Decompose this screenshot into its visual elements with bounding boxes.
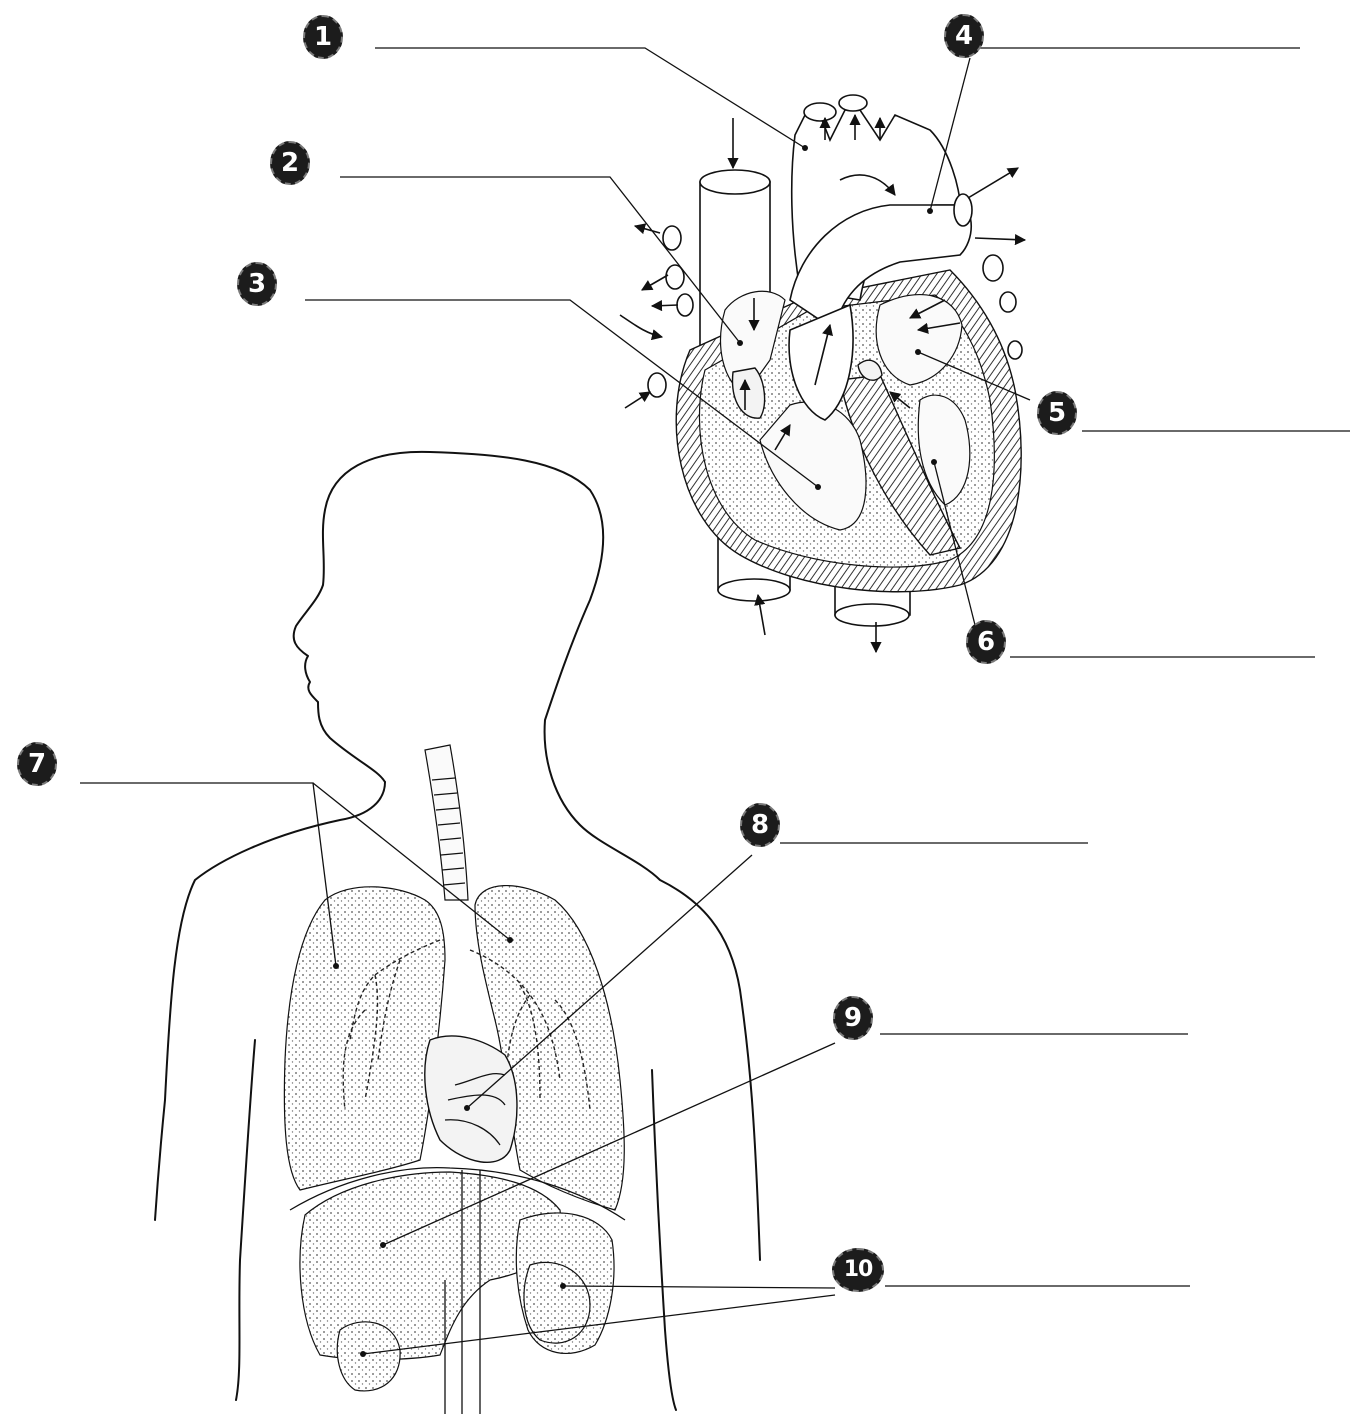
marker-3: 3	[237, 262, 277, 306]
marker-5: 5	[1037, 391, 1077, 435]
left-arm-inner	[236, 1040, 255, 1400]
marker-4: 4	[944, 14, 984, 58]
marker-9: 9	[833, 996, 873, 1040]
kidney-left	[337, 1322, 400, 1391]
chest-heart	[425, 1036, 517, 1162]
marker-1: 1	[303, 15, 343, 59]
marker-10: 10	[832, 1248, 884, 1292]
marker-6: 6	[966, 620, 1006, 664]
right-arm-inner	[652, 1070, 676, 1410]
marker-8: 8	[740, 803, 780, 847]
marker-7: 7	[17, 742, 57, 786]
human-torso	[155, 452, 760, 1414]
marker-2: 2	[270, 141, 310, 185]
heart-diagram	[620, 95, 1025, 652]
right-lung	[284, 887, 445, 1190]
